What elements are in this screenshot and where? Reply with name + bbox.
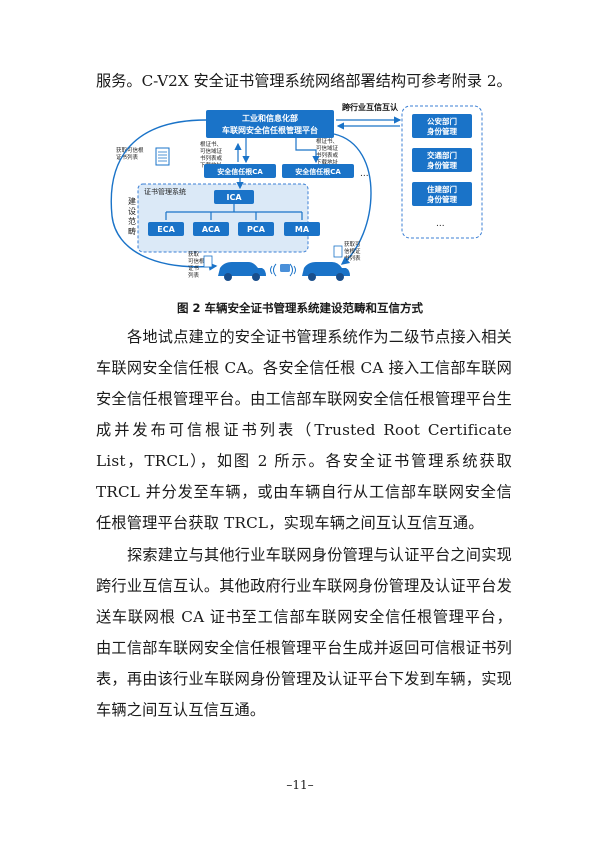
agency-2-line1: 住建部门 [427, 184, 457, 194]
scope-char-0: 建 [128, 196, 136, 206]
sub-ca-eca: ECA [157, 225, 175, 234]
get-trcl-top-0: 获取可信根 [116, 146, 144, 154]
architecture-diagram: 证书管理系统 建 设 范 畴 工业和信息化部 车联网安全信任根管理平台 跨行业互… [110, 102, 483, 281]
root-platform-line1: 工业和信息化部 [242, 113, 298, 123]
download-right-0: 根证书、 [316, 137, 338, 145]
trust-ca-ellipsis: ... [360, 169, 369, 179]
get-trcl-right-1: 信根证 [344, 247, 361, 255]
cert-system-label: 证书管理系统 [144, 187, 186, 196]
get-trcl-left-1: 可信根 [188, 257, 205, 265]
trust-ca-right-box [282, 164, 354, 178]
car-icon [302, 262, 350, 281]
download-right-2: 书列表或 [316, 151, 339, 159]
agency-1-line1: 交通部门 [427, 150, 457, 160]
signal-icon [270, 263, 296, 277]
sub-ca-ma: MA [295, 225, 310, 234]
download-left-2: 书列表或 [200, 154, 223, 162]
get-trcl-right-2: 书列表 [344, 254, 361, 262]
agency-1-line2: 身份管理 [427, 160, 457, 170]
trust-ca-left-box [204, 164, 276, 178]
sub-ca-pca: PCA [247, 225, 266, 234]
paragraph-2: 探索建立与其他行业车联网身份管理与认证平台之间实现跨行业互信互认。其他政府行业车… [96, 546, 512, 719]
ica-label: ICA [226, 193, 242, 202]
right-curve-arrow [333, 133, 372, 265]
get-trcl-left-3: 列表 [188, 271, 200, 279]
root-platform-box [206, 110, 334, 138]
document-icon [155, 147, 170, 166]
get-trcl-top-1: 证书列表 [116, 153, 139, 161]
root-platform-line2: 车联网安全信任根管理平台 [222, 125, 318, 135]
download-right-3: 下载地址 [316, 158, 339, 166]
left-curve-arrow [110, 119, 218, 271]
scope-char-2: 范 [128, 216, 136, 226]
agency-0-line1: 公安部门 [427, 116, 457, 126]
sub-ca-aca: ACA [202, 225, 221, 234]
get-trcl-left-2: 证书 [188, 264, 200, 272]
paragraph-1: 各地试点建立的安全证书管理系统作为二级节点接入相关车联网安全信任根 CA。各安全… [96, 328, 512, 532]
document-icon [203, 255, 213, 268]
document-icon [333, 245, 343, 258]
sub-ca-row: ECA ACA PCA MA [148, 222, 320, 236]
page-number: –11– [286, 778, 314, 792]
trust-ca-left: 安全信任根CA [217, 167, 263, 176]
download-right-1: 可信域证 [316, 144, 339, 152]
figure-caption: 图 2 车辆安全证书管理系统建设范畴和互信方式 [176, 301, 423, 315]
scope-char-1: 设 [128, 206, 136, 216]
download-left-1: 可信域证 [200, 147, 223, 155]
get-trcl-right-0: 获取可 [344, 240, 361, 248]
cross-industry-label: 跨行业互信互认 [342, 102, 399, 112]
agency-0-line2: 身份管理 [427, 126, 457, 136]
get-trcl-left-0: 获取 [188, 250, 200, 258]
download-left-0: 根证书、 [200, 140, 222, 148]
scope-char-3: 畴 [128, 226, 136, 236]
trust-ca-right: 安全信任根CA [295, 167, 341, 176]
agency-2-line2: 身份管理 [427, 194, 457, 204]
car-icon [218, 262, 266, 281]
agencies-area [401, 105, 483, 239]
intro-line: 服务。C-V2X 安全证书管理系统网络部署结构可参考附录 2。 [96, 72, 512, 90]
ica-box [214, 190, 254, 204]
agency-ellipsis: ... [436, 219, 445, 229]
